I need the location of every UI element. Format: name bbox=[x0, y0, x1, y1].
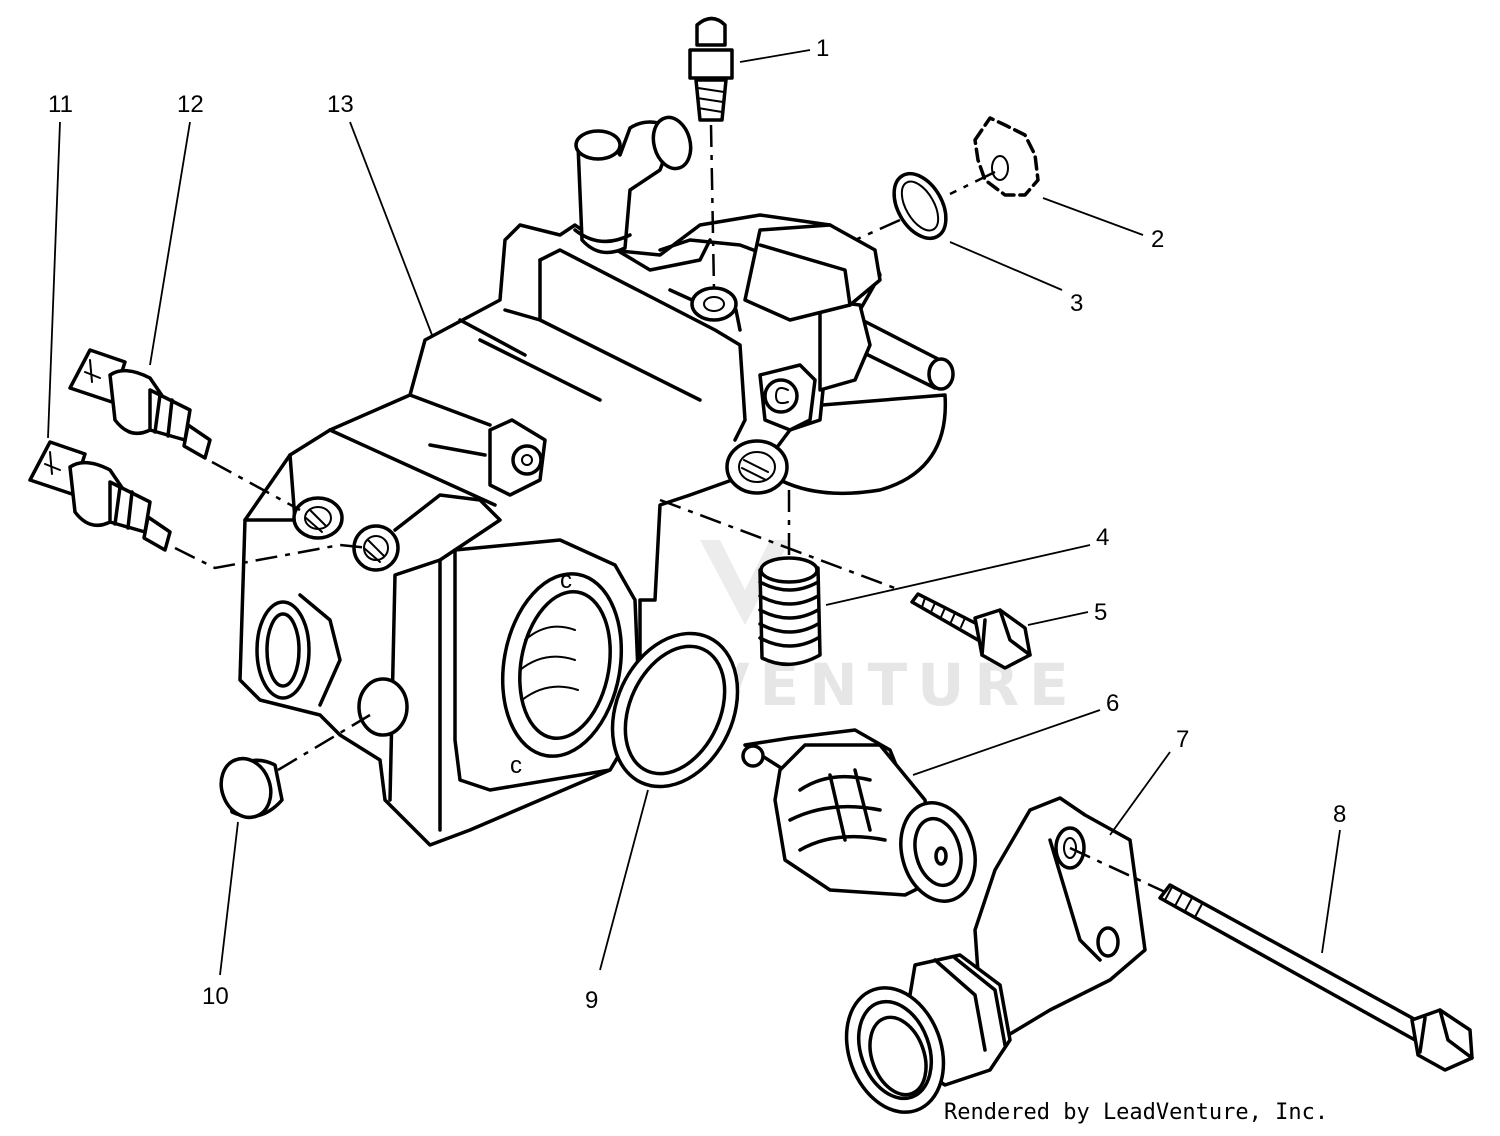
callout-9: 9 bbox=[585, 987, 598, 1014]
svg-text:c: c bbox=[560, 567, 572, 594]
callout-labels: 1 2 3 4 5 6 7 8 9 10 11 12 13 bbox=[48, 35, 1346, 1014]
plug bbox=[219, 756, 284, 820]
bleeder-screw bbox=[688, 16, 734, 122]
callout-2: 2 bbox=[1151, 226, 1164, 253]
upper-right-boss bbox=[743, 223, 882, 322]
callout-1: 1 bbox=[816, 35, 829, 62]
spring bbox=[758, 556, 822, 666]
callout-11: 11 bbox=[48, 91, 73, 118]
callout-3: 3 bbox=[1070, 290, 1083, 317]
leader-lines bbox=[47, 49, 1341, 976]
lock-washer bbox=[973, 116, 1040, 197]
assembly-lines bbox=[174, 124, 1166, 894]
callout-13: 13 bbox=[327, 91, 354, 118]
upper-elbow-pipe bbox=[573, 115, 693, 255]
callout-10: 10 bbox=[202, 983, 229, 1010]
callout-7: 7 bbox=[1176, 726, 1189, 753]
sensor-12 bbox=[68, 348, 212, 460]
thermostat-cover bbox=[844, 796, 1147, 1114]
flange-bolt bbox=[910, 592, 1032, 670]
thermostat-housing: c c bbox=[238, 213, 948, 847]
sensor-11 bbox=[28, 440, 172, 552]
svg-text:c: c bbox=[510, 752, 522, 779]
right-nipple-pipe bbox=[818, 298, 955, 392]
credit-text: Rendered by LeadVenture, Inc. bbox=[944, 1100, 1329, 1125]
long-bolt bbox=[1158, 883, 1474, 1072]
callout-6: 6 bbox=[1106, 690, 1119, 717]
callout-12: 12 bbox=[177, 91, 204, 118]
callout-8: 8 bbox=[1333, 801, 1346, 828]
callout-5: 5 bbox=[1094, 599, 1107, 626]
thermostat bbox=[741, 728, 977, 903]
callout-4: 4 bbox=[1096, 524, 1109, 551]
gasket-ring bbox=[610, 631, 740, 789]
o-ring bbox=[892, 172, 948, 240]
